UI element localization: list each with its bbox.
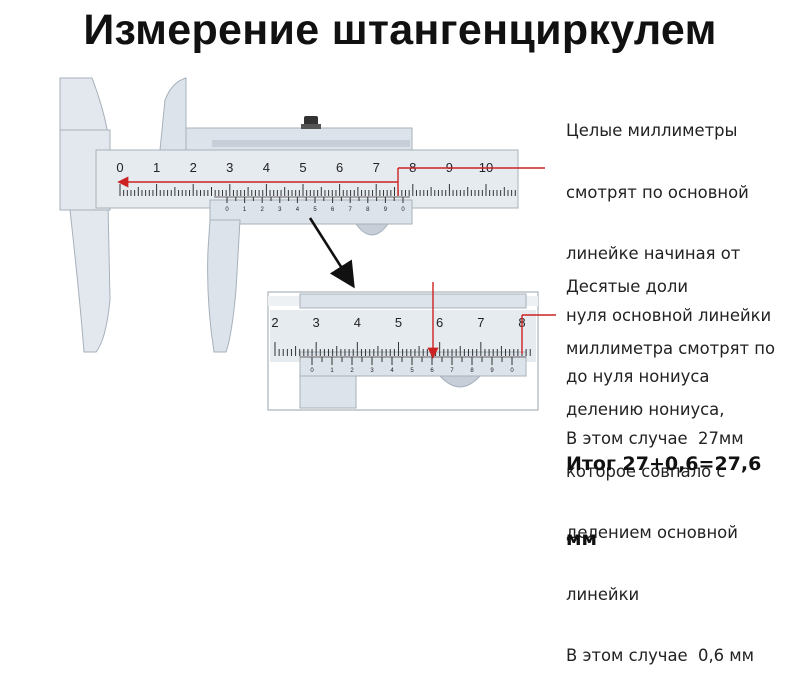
scale-label: 0 (401, 207, 405, 213)
scale-label: 5 (313, 207, 317, 213)
scale-label: 9 (384, 207, 388, 213)
scale-label: 3 (370, 368, 374, 374)
scale-label: 2 (271, 315, 278, 330)
scale-label: 2 (261, 207, 265, 213)
text-line: Целые миллиметры (566, 121, 738, 140)
scale-label: 2 (190, 160, 197, 175)
scale-label: 4 (354, 315, 361, 330)
text-line: до нуля нониуса (566, 367, 710, 386)
scale-label: 8 (470, 368, 474, 374)
scale-label: 5 (299, 160, 306, 175)
scale-label: 3 (226, 160, 233, 175)
caliper-body (59, 77, 519, 353)
scale-label: 3 (278, 207, 282, 213)
vernier-numbers: 0 1 2 3 4 5 6 7 8 9 0 (225, 207, 405, 213)
zoom-scale-ticks (274, 342, 531, 356)
scale-label: 0 (116, 160, 123, 175)
scale-label: 4 (263, 160, 270, 175)
text-line: линейки (566, 584, 640, 604)
scale-label: 6 (430, 368, 434, 374)
text-line: линейке начиная от (566, 244, 741, 263)
main-scale-ticks (119, 184, 516, 196)
scale-label: 4 (296, 207, 300, 213)
scale-label: 2 (350, 368, 354, 374)
whole-mm-case: В этом случае 27мм (566, 428, 744, 448)
text-line: миллиметра смотрят по (566, 338, 775, 358)
whole-mm-text: Целые миллиметры смотрят по основной лин… (566, 80, 771, 470)
scale-label: 1 (243, 207, 247, 213)
scale-label: 7 (349, 207, 353, 213)
result-text: Итог 27+0,6=27,6 мм (566, 402, 761, 577)
zoom-vernier-numbers: 0 1 2 3 4 5 6 7 8 9 0 (310, 368, 514, 374)
text-line: смотрят по основной (566, 182, 749, 202)
scale-label: 7 (373, 160, 380, 175)
vernier-ticks (214, 196, 410, 203)
text-line: делению нониуса, (566, 400, 725, 419)
zoom-vernier-ticks (300, 356, 526, 365)
scale-label: 9 (490, 368, 494, 374)
scale-label: 0 (310, 368, 314, 374)
tenths-case: В этом случае 0,6 мм (566, 646, 755, 665)
result-line: Итог 27+0,6=27,6 (566, 453, 762, 475)
text-line: Десятые доли (566, 277, 689, 296)
scale-label: 3 (313, 315, 320, 330)
scale-label: 5 (395, 315, 402, 330)
scale-label: 0 (510, 368, 514, 374)
scale-label: 7 (450, 368, 454, 374)
scale-label: 8 (366, 207, 370, 213)
scale-label: 6 (436, 315, 443, 330)
scale-label: 4 (390, 368, 394, 374)
scale-label: 7 (477, 315, 484, 330)
text-line: нуля основной линейки (566, 305, 772, 325)
scale-label: 1 (153, 160, 160, 175)
scale-label: 6 (331, 207, 335, 213)
whole-mm-indicator (117, 167, 545, 196)
scale-label: 6 (336, 160, 343, 175)
zoom-arrow (308, 217, 355, 289)
scale-label: 1 (330, 368, 334, 374)
scale-label: 5 (410, 368, 414, 374)
tenths-indicator (427, 282, 556, 359)
scale-label: 0 (225, 207, 229, 213)
page-title: Измерение штангенциркулем (83, 6, 717, 54)
result-line: мм (566, 528, 598, 550)
